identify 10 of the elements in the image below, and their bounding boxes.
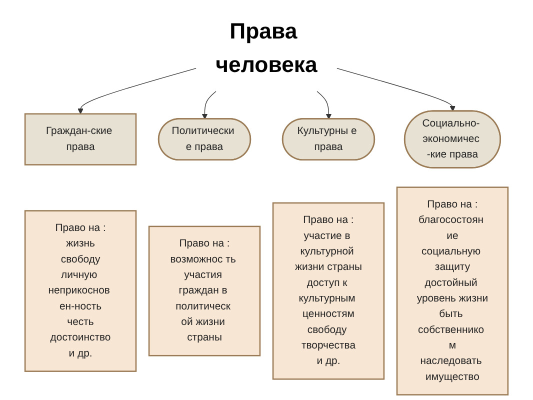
node-box: Право на : жизнь свободу личную неприкоснов ен-ность честь достоинство и др. xyxy=(24,210,137,372)
node-box: Граждан-ские права xyxy=(24,113,137,166)
node-box: Право на : участие в культурной жизни страны доступ к культурным ценностям свободу творчества и др. xyxy=(272,202,385,380)
arrow xyxy=(336,68,456,112)
arrow xyxy=(78,68,196,114)
node-box: Право на : благосостоян ие социальную защиту достойный уровень жизни быть собственнико м наследовать имущество xyxy=(396,186,509,396)
node-text: Права человека xyxy=(216,18,318,77)
arrow xyxy=(316,91,332,120)
node-box: Право на : возможнос ть участия граждан в политическ ой жизни страны xyxy=(148,226,261,356)
arrow xyxy=(202,91,216,120)
